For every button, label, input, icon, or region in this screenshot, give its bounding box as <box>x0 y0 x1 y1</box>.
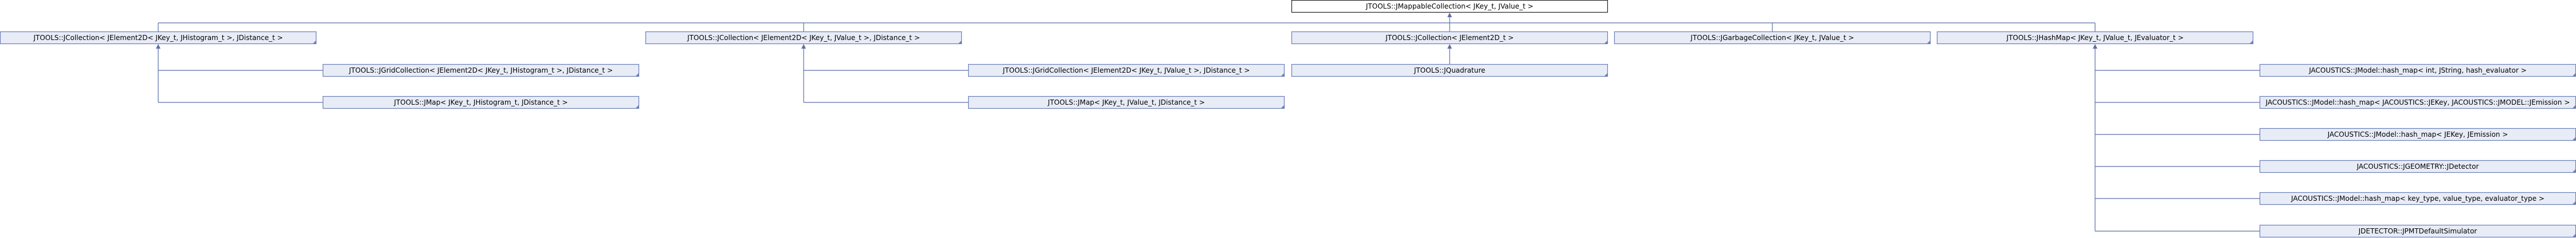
class-label: JTOOLS::JGridCollection< JElement2D< JKe… <box>349 66 613 74</box>
class-node[interactable]: JTOOLS::JMappableCollection< JKey_t, JVa… <box>1291 0 1608 13</box>
class-box <box>968 96 1285 109</box>
class-label: JTOOLS::JCollection< JElement2D_t > <box>1385 34 1514 42</box>
class-box <box>0 31 317 45</box>
class-label: JTOOLS::JMap< JKey_t, JHistogram_t, JDis… <box>393 98 567 106</box>
class-label: JACOUSTICS::JModel::hash_map< JACOUSTICS… <box>2265 98 2570 106</box>
class-node[interactable]: JTOOLS::JQuadrature <box>1291 64 1608 77</box>
fold-corner-icon <box>2573 234 2575 237</box>
class-node[interactable]: JTOOLS::JGridCollection< JElement2D< JKe… <box>968 64 1285 77</box>
class-node[interactable]: JTOOLS::JCollection< JElement2D_t > <box>1291 31 1608 45</box>
fold-corner-icon <box>2573 169 2575 172</box>
fold-corner-icon <box>1281 105 1284 108</box>
class-box <box>645 31 962 45</box>
fold-corner-icon <box>1281 73 1284 76</box>
class-node[interactable]: JTOOLS::JGarbageCollection< JKey_t, JVal… <box>1614 31 1931 45</box>
class-label: JACOUSTICS::JModel::hash_map< JEKey, JEm… <box>2327 130 2508 138</box>
class-label: JTOOLS::JMap< JKey_t, JValue_t, JDistanc… <box>1047 98 1205 106</box>
class-node[interactable]: JACOUSTICS::JModel::hash_map< key_type, … <box>2259 192 2576 205</box>
class-node[interactable]: JTOOLS::JCollection< JElement2D< JKey_t,… <box>0 31 317 45</box>
inherit-arrow <box>2093 44 2097 49</box>
class-box <box>1291 31 1608 45</box>
fold-corner-icon <box>1604 73 1607 76</box>
class-box <box>1291 0 1608 13</box>
inherit-arrow <box>1447 13 1452 17</box>
class-node[interactable]: JTOOLS::JHashMap< JKey_t, JValue_t, JEva… <box>1936 31 2254 45</box>
class-box <box>1291 64 1608 77</box>
class-node[interactable]: JACOUSTICS::JModel::hash_map< int, JStri… <box>2259 64 2576 77</box>
fold-corner-icon <box>1604 41 1607 43</box>
fold-corner-icon <box>2573 105 2575 108</box>
fold-corner-icon <box>2250 41 2253 43</box>
class-box <box>322 64 640 77</box>
class-label: JACOUSTICS::JModel::hash_map< int, JStri… <box>2308 66 2527 74</box>
fold-corner-icon <box>2573 137 2575 140</box>
inherit-arrow <box>156 44 160 49</box>
class-label: JTOOLS::JMappableCollection< JKey_t, JVa… <box>1365 2 1533 10</box>
class-label: JDETECTOR::JPMTDefaultSimulator <box>2358 227 2477 235</box>
class-node[interactable]: JDETECTOR::JPMTDefaultSimulator <box>2259 224 2576 238</box>
inherit-arrow <box>1447 44 1452 49</box>
fold-corner-icon <box>2573 201 2575 204</box>
class-node[interactable]: JACOUSTICS::JModel::hash_map< JEKey, JEm… <box>2259 128 2576 141</box>
class-node[interactable]: JACOUSTICS::JModel::hash_map< JACOUSTICS… <box>2259 96 2576 109</box>
class-node[interactable]: JACOUSTICS::JGEOMETRY::JDetector <box>2259 160 2576 173</box>
class-label: JTOOLS::JCollection< JElement2D< JKey_t,… <box>687 34 920 42</box>
class-label: JTOOLS::JHashMap< JKey_t, JValue_t, JEva… <box>2006 34 2184 42</box>
fold-corner-icon <box>636 105 639 108</box>
class-label: JACOUSTICS::JModel::hash_map< key_type, … <box>2291 195 2544 203</box>
class-box <box>322 96 640 109</box>
class-box <box>1936 31 2254 45</box>
class-label: JACOUSTICS::JGEOMETRY::JDetector <box>2356 162 2479 170</box>
fold-corner-icon <box>1927 41 1930 43</box>
fold-corner-icon <box>958 41 961 43</box>
class-label: JTOOLS::JGarbageCollection< JKey_t, JVal… <box>1690 34 1854 42</box>
class-node[interactable]: JTOOLS::JCollection< JElement2D< JKey_t,… <box>645 31 962 45</box>
class-box <box>1614 31 1931 45</box>
class-node[interactable]: JTOOLS::JMap< JKey_t, JHistogram_t, JDis… <box>322 96 640 109</box>
fold-corner-icon <box>313 41 316 43</box>
class-node[interactable]: JTOOLS::JMap< JKey_t, JValue_t, JDistanc… <box>968 96 1285 109</box>
class-label: JTOOLS::JQuadrature <box>1414 66 1485 74</box>
class-box <box>968 64 1285 77</box>
class-label: JTOOLS::JGridCollection< JElement2D< JKe… <box>1003 66 1250 74</box>
fold-corner-icon <box>2573 73 2575 76</box>
fold-corner-icon <box>636 73 639 76</box>
inherit-arrow <box>801 44 806 49</box>
class-node[interactable]: JTOOLS::JGridCollection< JElement2D< JKe… <box>322 64 640 77</box>
class-label: JTOOLS::JCollection< JElement2D< JKey_t,… <box>33 34 283 42</box>
